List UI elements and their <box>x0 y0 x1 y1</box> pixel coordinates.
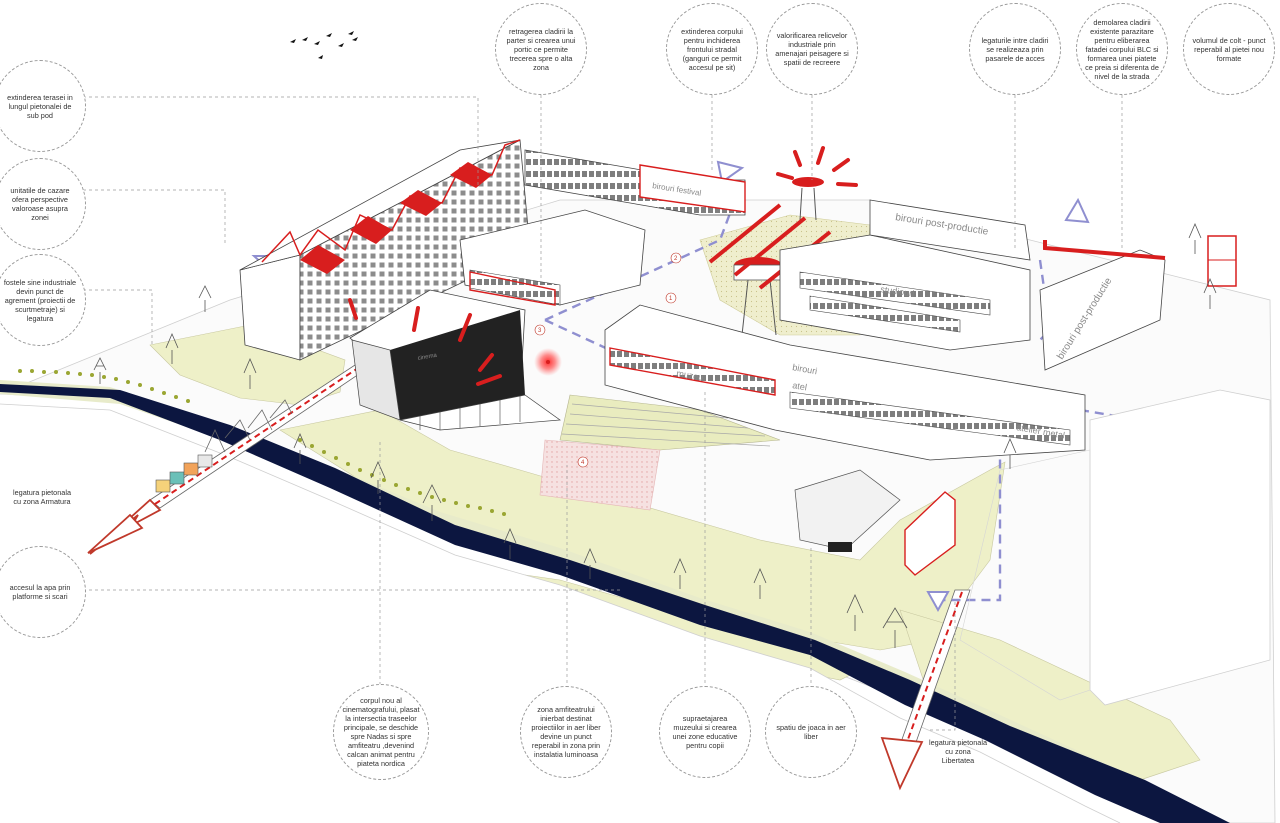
label-cinema: cinema <box>417 353 438 362</box>
callout-cinema: corpul nou al cinematografului, plasat l… <box>333 684 429 780</box>
svg-text:1: 1 <box>669 296 673 302</box>
light-installation-point <box>546 360 550 364</box>
callout-footbridges: legaturile intre cladiri se realizeaza p… <box>969 3 1061 95</box>
callout-amphitheatre: zona amfiteatrului inierbat destinat pro… <box>520 686 612 778</box>
amphitheatre-terraces <box>539 394 781 511</box>
label-armatura-link: legatura pietonala cu zona Armatura <box>12 488 71 506</box>
callout-water-access: accesul la apa prin platforme si scari <box>0 546 86 638</box>
connection-arrows <box>87 498 924 791</box>
label-museum: muzeu <box>676 368 704 383</box>
callout-lodging: unitatile de cazare ofera perspective va… <box>0 158 86 250</box>
post-production-offices-right: birouri post-productie <box>1039 249 1166 371</box>
portico-building <box>459 209 646 306</box>
callout-terrace-extension: extinderea terasei in lungul pietonalei … <box>0 60 86 152</box>
svg-text:4: 4 <box>581 460 585 466</box>
riverside-promenade-dots <box>18 369 506 516</box>
callout-industrial-relics: valorificarea relicvelor industriale pri… <box>766 3 858 95</box>
studios-building: studiouri <box>779 234 1031 351</box>
festival-offices: birouri festival <box>524 149 746 216</box>
callout-street-front: extinderea corpului pentru inchiderea fr… <box>666 3 758 95</box>
callout-corner-volume: volumul de colt - punct reperabil al pie… <box>1183 3 1275 95</box>
lodging-building <box>239 139 531 361</box>
callout-portico: retragerea cladirii la parter si crearea… <box>495 3 587 95</box>
auxiliary-pavilion <box>904 491 956 576</box>
svg-text:3: 3 <box>538 328 542 334</box>
birds <box>290 31 358 59</box>
right-edge-building <box>959 389 1271 706</box>
water-tower-relic <box>708 146 858 336</box>
callout-industrial-rails: fostele sine industriale devin punct de … <box>0 254 86 346</box>
post-production-offices-top: birouri post-productie <box>869 199 1031 261</box>
label-workshops: atel <box>792 380 808 392</box>
callout-demolition: demolarea cladirii existente parazitare … <box>1076 3 1168 95</box>
label-studios: studiouri <box>880 284 915 299</box>
demolition-facade-line <box>1043 240 1166 260</box>
callout-museum-extension: supraetajarea muzeului si crearea unei z… <box>659 686 751 778</box>
museum-building: muzeu birouri atel atelier metal <box>604 304 1086 461</box>
label-offices: birouri <box>792 362 818 376</box>
svg-text:2: 2 <box>674 256 678 262</box>
plan-markers: 1 2 3 4 <box>534 252 682 468</box>
cinema-building: cinema <box>349 289 561 431</box>
leader-lines <box>83 95 1123 731</box>
callout-playground: spatiu de joaca in aer liber <box>765 686 857 778</box>
cinema-light-rays <box>348 298 502 386</box>
trees <box>93 222 1217 648</box>
label-libertatea-link: legatura pietonala cu zona Libertatea <box>928 738 987 765</box>
corner-volume <box>1207 235 1237 287</box>
playground <box>794 469 901 552</box>
